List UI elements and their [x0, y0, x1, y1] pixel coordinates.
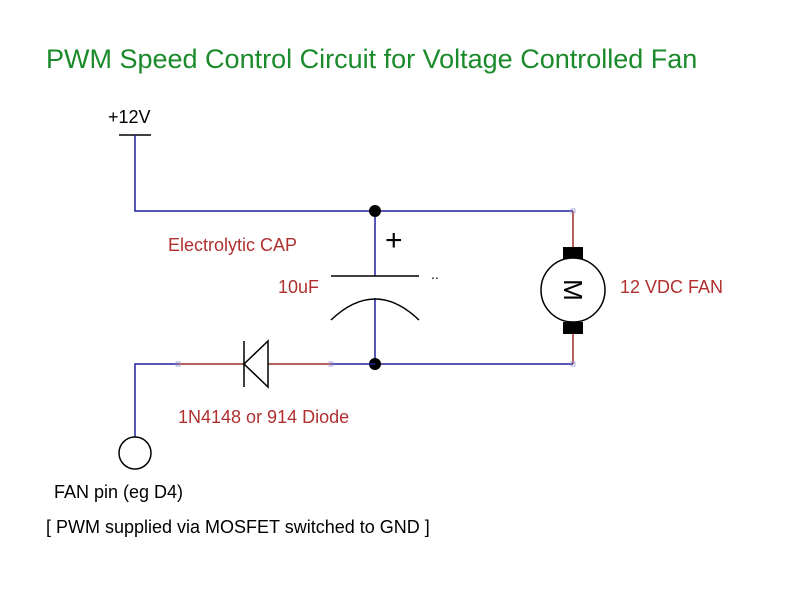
stray-mark: ..: [431, 266, 439, 282]
supply-label: +12V: [108, 107, 151, 127]
capacitor-plate-negative: [330, 298, 420, 321]
diagram-title: PWM Speed Control Circuit for Voltage Co…: [46, 44, 698, 74]
motor-icon: [540, 257, 606, 323]
node-marker: [328, 361, 334, 367]
motor-brush-top: [563, 247, 583, 259]
fan-pin-terminal-icon: [118, 436, 152, 470]
fan-pin-wire: [134, 363, 178, 440]
diode-label: 1N4148 or 914 Diode: [178, 407, 350, 427]
fan-label: 12 VDC FAN: [620, 277, 724, 297]
junction-dot-top: [369, 205, 381, 217]
top-wire: [134, 135, 573, 212]
node-marker: [570, 361, 576, 367]
capacitor-polarity-mark: +: [385, 224, 403, 257]
fan-pin-label: FAN pin (eg D4): [54, 482, 184, 502]
node-marker: [175, 361, 181, 367]
motor-symbol: M: [558, 279, 588, 301]
motor-brush-bottom: [563, 322, 583, 334]
pwm-note: [ PWM supplied via MOSFET switched to GN…: [46, 517, 430, 537]
diode-symbol: [242, 339, 269, 389]
capacitor-value-label: 10uF: [278, 277, 320, 297]
capacitor-type-label: Electrolytic CAP: [168, 235, 298, 255]
node-marker: [570, 208, 576, 214]
